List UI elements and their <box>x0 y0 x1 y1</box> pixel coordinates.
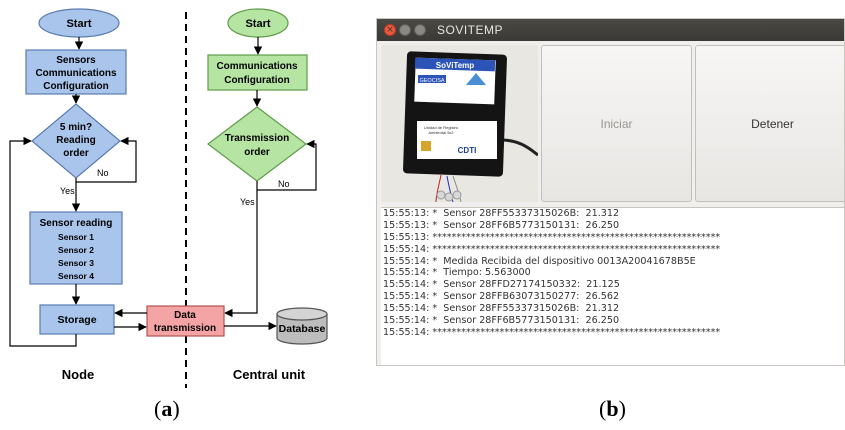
comm-config-line-2: Configuration <box>224 75 290 86</box>
sensors-config-box <box>25 49 127 95</box>
sensors-config-line-1: Sensors <box>56 55 96 66</box>
maximize-window-button[interactable] <box>414 24 426 36</box>
storage-label: Storage <box>57 314 96 326</box>
database-label: Database <box>279 323 326 335</box>
flowchart: Start Sensors Communications Configurati… <box>9 8 328 388</box>
sensor-2-label: Sensor 2 <box>58 245 94 255</box>
sovitemp-window: × SOVITEMP SoViTemp GEOCISA Unidad de Re… <box>376 18 845 366</box>
close-window-button[interactable]: × <box>384 24 396 36</box>
yes-label-right: Yes <box>240 197 255 207</box>
log-line: 15:55:14: ******************************… <box>383 326 721 338</box>
data-transmission-line-2: transmission <box>154 323 216 334</box>
window-titlebar: × SOVITEMP <box>377 19 844 41</box>
device-label-bottom: CDTI <box>458 146 477 155</box>
yes-edge-right <box>224 190 258 318</box>
log-line: 15:55:13: ******************************… <box>383 231 721 243</box>
log-line: 15:55:14: ******************************… <box>383 243 721 255</box>
log-line: 15:55:14: * Sensor 28FF55337315026B: 21.… <box>383 303 620 315</box>
log-line: 15:55:13: * Sensor 28FF6B5773150131: 26.… <box>383 219 620 231</box>
log-line: 15:55:14: * Sensor 28FF6B5773150131: 26.… <box>383 315 620 327</box>
no-label-left: No <box>97 168 109 178</box>
transmission-order-line-2: order <box>244 147 270 158</box>
device-label-mid-2: Ambiental 5x2 <box>428 130 454 135</box>
no-loop-left <box>75 136 137 183</box>
log-line: 15:55:13: * Sensor 28FF55337315026B: 21.… <box>383 208 620 219</box>
reading-order-line-1: 5 min? <box>60 122 92 133</box>
transmission-order-line-1: Transmission <box>225 133 289 144</box>
log-line: 15:55:14: * Sensor 28FFD27174150332: 21.… <box>383 279 620 291</box>
start-button[interactable]: Iniciar <box>541 45 692 202</box>
data-transmission-line-1: Data <box>174 310 196 321</box>
log-output[interactable]: 15:55:13: * Sensor 28FF55337315026B: 21.… <box>381 207 844 365</box>
sensor-1-label: Sensor 1 <box>58 232 94 242</box>
caption-b: (b) <box>599 396 626 421</box>
device-illustration: SoViTemp GEOCISA Unidad de Registro Ambi… <box>381 45 538 202</box>
device-photo: SoViTemp GEOCISA Unidad de Registro Ambi… <box>381 45 538 202</box>
log-line: 15:55:14: * Sensor 28FFB63073150277: 26.… <box>383 291 620 303</box>
no-label-right: No <box>278 179 290 189</box>
storage-box <box>39 304 115 335</box>
window-title: SOVITEMP <box>437 23 504 37</box>
log-line: 15:55:14: * Tiempo: 5.563000 <box>383 267 531 279</box>
start-label-right: Start <box>245 18 270 30</box>
data-transmission-box <box>146 305 225 337</box>
caption-a: (a) <box>154 396 180 421</box>
storage-loop-back <box>9 136 77 347</box>
sensor-reading-title: Sensor reading <box>40 218 113 229</box>
comm-config-line-1: Communications <box>216 61 298 72</box>
start-label-left: Start <box>66 18 91 30</box>
sensor-reading-box <box>29 211 123 285</box>
minimize-window-button[interactable] <box>399 24 411 36</box>
close-icon: × <box>386 25 394 35</box>
node-column-title: Node <box>62 367 95 382</box>
transmission-order-decision <box>207 106 307 182</box>
sensor-3-label: Sensor 3 <box>58 258 94 268</box>
no-loop-right <box>256 139 317 191</box>
yes-label-left: Yes <box>60 186 75 196</box>
log-lines: 15:55:13: * Sensor 28FF55337315026B: 21.… <box>381 208 844 339</box>
device-brand: GEOCISA <box>419 78 444 84</box>
reading-order-line-2: Reading <box>56 135 95 146</box>
sensors-config-line-3: Configuration <box>43 81 109 92</box>
device-label-mid-1: Unidad de Registro <box>424 125 459 130</box>
device-label-top: SoViTemp <box>436 61 474 70</box>
log-line: 15:55:14: * Medida Recibida del disposit… <box>383 255 696 267</box>
central-unit-column-title: Central unit <box>233 367 306 382</box>
sensor-4-label: Sensor 4 <box>58 271 94 281</box>
sensors-config-line-2: Communications <box>35 68 117 79</box>
reading-order-line-3: order <box>63 148 89 159</box>
stop-button[interactable]: Detener <box>695 45 844 202</box>
database-cylinder <box>276 307 328 345</box>
